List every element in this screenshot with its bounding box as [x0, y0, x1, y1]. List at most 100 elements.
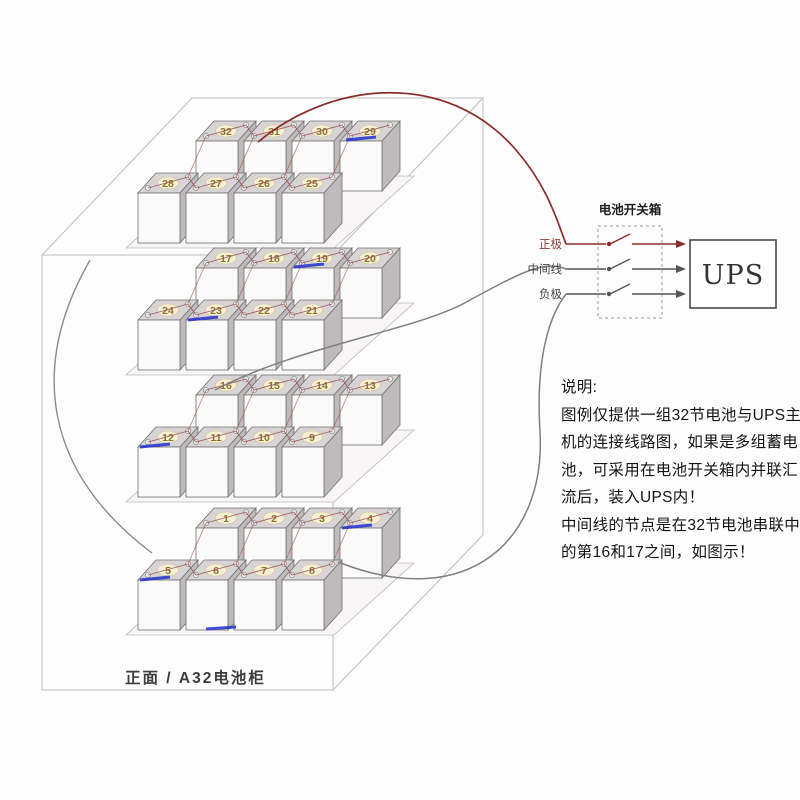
- row-link-wire: [283, 522, 303, 565]
- battery-number-label: 24: [162, 305, 174, 317]
- battery-number-sticker: [253, 563, 275, 577]
- row-link-wire: [187, 262, 207, 305]
- notes-line: 的第16和17之间，如图示！: [561, 544, 755, 561]
- battery-number-label: 20: [364, 253, 376, 265]
- ups-label: UPS: [702, 260, 764, 291]
- arrow-icon: [676, 240, 686, 248]
- battery: 29: [339, 119, 401, 193]
- battery-number-sticker: [215, 251, 237, 265]
- series-wire: [147, 303, 333, 316]
- series-wire: [205, 124, 391, 137]
- battery: 11: [185, 425, 247, 499]
- notes-line: 中间线的节点是在32节电池串联中: [561, 516, 800, 534]
- row-link-wire: [283, 389, 303, 432]
- switch-box: 电池开关箱 正极 中间线 负极: [528, 202, 686, 319]
- row-link-wire: [235, 522, 255, 565]
- battery-number-label: 16: [220, 380, 232, 392]
- battery-number-label: 5: [165, 565, 171, 577]
- battery-number-label: 4: [367, 513, 373, 525]
- battery: 20: [339, 246, 401, 320]
- battery-front-face: [233, 446, 277, 498]
- battery-shelf: 16 15 14 13 12 11 10 9: [124, 373, 416, 503]
- battery: 21: [281, 298, 343, 372]
- row-link-wire: [283, 135, 303, 178]
- switch-terminal-positive: 正极: [539, 233, 686, 251]
- battery-number-label: 8: [309, 565, 315, 577]
- battery: 9: [281, 425, 343, 499]
- battery-number-label: 9: [309, 432, 315, 444]
- terminal-label: 中间线: [528, 262, 563, 276]
- series-wire: [205, 511, 391, 524]
- ups-unit: UPS: [689, 239, 777, 309]
- row-link-wire: [331, 262, 351, 305]
- row-link-wire: [331, 135, 351, 178]
- battery-number-label: 14: [316, 380, 328, 392]
- battery-number-label: 19: [316, 253, 328, 265]
- battery-number-label: 31: [268, 126, 280, 138]
- battery-front-face: [233, 579, 277, 631]
- battery: 4: [339, 506, 401, 580]
- blue-tape-mark: [187, 315, 219, 322]
- battery-number-label: 12: [162, 432, 174, 444]
- battery-number-sticker: [157, 176, 179, 190]
- battery-number-label: 10: [258, 432, 270, 444]
- battery-number-label: 32: [220, 126, 232, 138]
- battery-number-sticker: [205, 430, 227, 444]
- battery-number-label: 30: [316, 126, 328, 138]
- battery: 13: [339, 373, 401, 447]
- battery-front-face: [281, 192, 325, 244]
- series-wire: [147, 176, 333, 189]
- battery-number-sticker: [215, 511, 237, 525]
- battery-number-label: 2: [271, 513, 277, 525]
- battery-number-sticker: [157, 303, 179, 317]
- battery: 8: [281, 558, 343, 632]
- battery-number-label: 27: [210, 178, 222, 190]
- battery-number-label: 6: [213, 565, 219, 577]
- battery-front-face: [185, 579, 229, 631]
- battery-number-sticker: [301, 303, 323, 317]
- left-loop-cable: [53, 259, 153, 554]
- notes-block: 说明: 图例仅提供一组32节电池与UPS主 机的连接线路图，如果是多组蓄电 池，…: [561, 374, 800, 567]
- battery-number-label: 1: [223, 513, 229, 525]
- battery-number-sticker: [301, 563, 323, 577]
- switch-terminal-negative: 负极: [539, 283, 686, 301]
- series-wire: [205, 378, 391, 391]
- battery-number-label: 18: [268, 253, 280, 265]
- blue-tape-mark: [139, 575, 171, 582]
- negative-cable: [337, 293, 567, 580]
- row-link-wire: [187, 389, 207, 432]
- notes-line: 池，可采用在电池开关箱内并联汇: [561, 461, 799, 479]
- battery-number-sticker: [359, 378, 381, 392]
- blue-tape-mark: [139, 442, 171, 449]
- row-link-wire: [331, 522, 351, 565]
- row-link-wire: [187, 522, 207, 565]
- battery-number-sticker: [311, 124, 333, 138]
- battery-number-label: 7: [261, 565, 267, 577]
- terminal-label: 正极: [539, 237, 562, 251]
- battery-front-face: [339, 267, 383, 319]
- battery-number-label: 15: [268, 380, 280, 392]
- battery-number-sticker: [253, 430, 275, 444]
- battery-front-face: [281, 579, 325, 631]
- battery-number-label: 25: [306, 178, 318, 190]
- series-wire: [147, 430, 333, 443]
- battery-front-face: [137, 319, 181, 371]
- blue-tape-mark: [345, 135, 377, 142]
- cabinet-right-back-edge: [332, 98, 484, 691]
- row-link-wire: [235, 389, 255, 432]
- row-link-wire: [331, 389, 351, 432]
- battery-front-face: [281, 319, 325, 371]
- battery: 23: [185, 298, 247, 372]
- battery-number-label: 17: [220, 253, 232, 265]
- notes-heading: 说明:: [561, 379, 598, 396]
- switch-box-border: [597, 225, 663, 319]
- row-link-wire: [283, 262, 303, 305]
- arrow-icon: [676, 290, 686, 298]
- battery-number-label: 11: [210, 432, 221, 444]
- blue-tape-mark: [341, 523, 373, 530]
- notes-line: 图例仅提供一组32节电池与UPS主: [561, 406, 800, 424]
